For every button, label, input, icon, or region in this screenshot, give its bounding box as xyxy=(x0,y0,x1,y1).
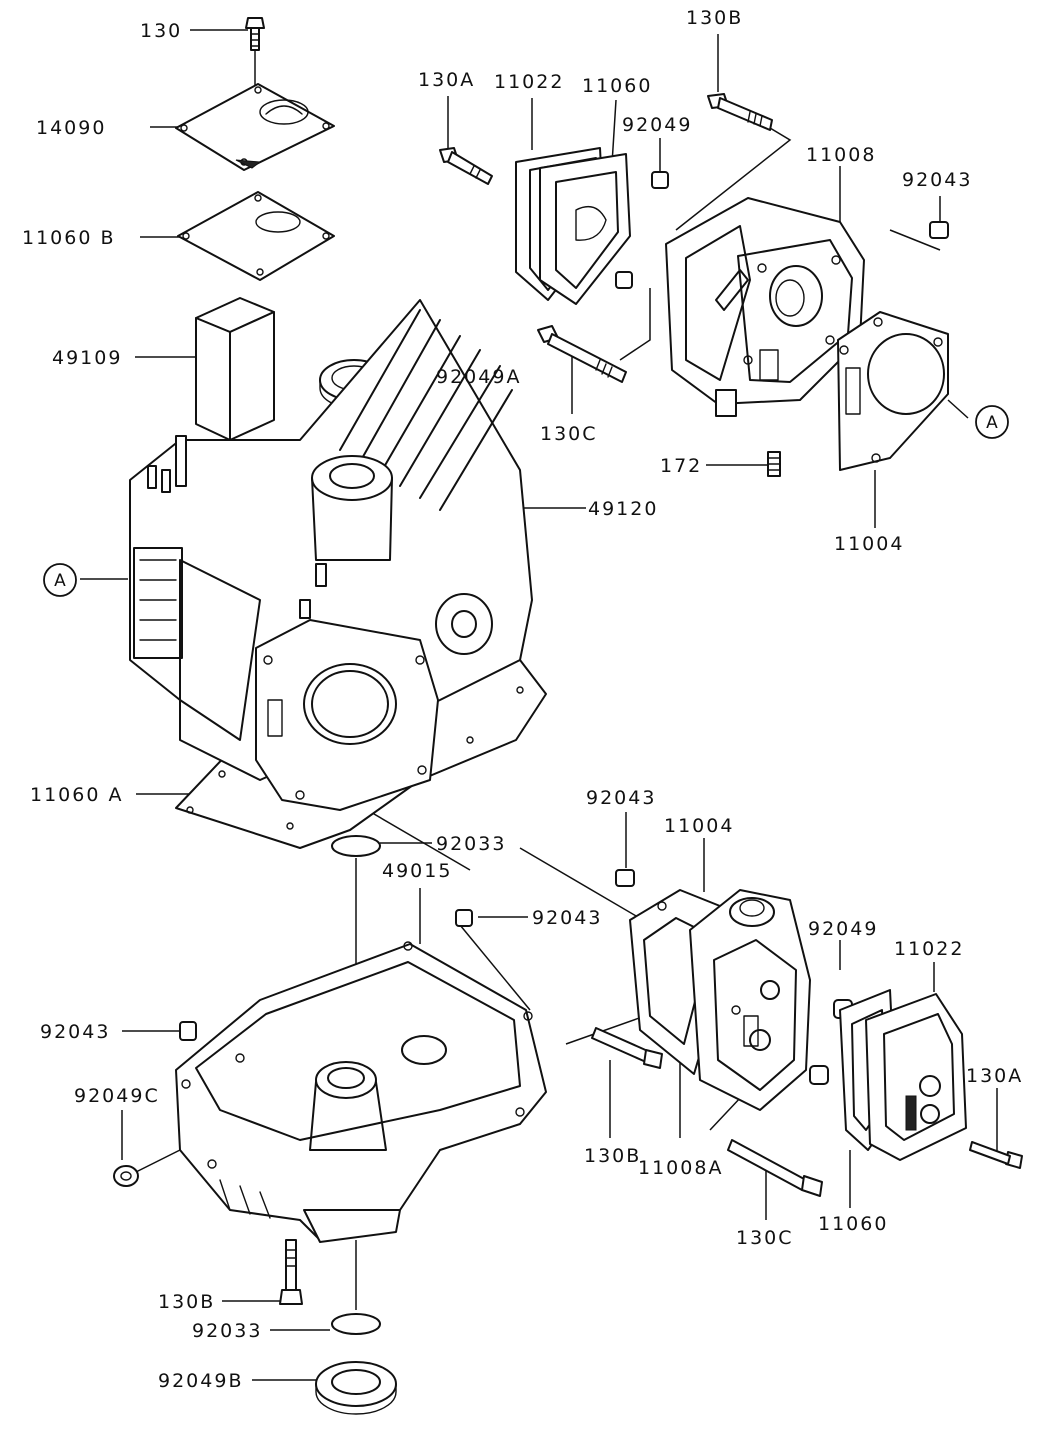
label-172: 172 xyxy=(660,455,702,477)
label-130b-top: 130B xyxy=(686,7,743,29)
bolt-130b-mid xyxy=(591,1027,663,1069)
label-130a-mid: 130A xyxy=(966,1065,1023,1087)
bolt-130a-top xyxy=(439,147,493,185)
ref-marker-a-left: A xyxy=(43,563,77,597)
bolt-130b-bot xyxy=(279,1239,303,1305)
label-11060b: 11060 B xyxy=(22,227,116,249)
seal-92049c xyxy=(113,1165,139,1187)
label-92049c: 92049C xyxy=(74,1085,160,1107)
label-49120: 49120 xyxy=(588,498,658,520)
label-11004-mid: 11004 xyxy=(664,815,734,837)
bolt-130c-top xyxy=(537,325,627,383)
label-92049b: 92049B xyxy=(158,1370,243,1392)
label-92043-mid: 92043 xyxy=(586,787,656,809)
label-130a-top: 130A xyxy=(418,69,475,91)
label-11060a: 11060 A xyxy=(30,784,123,806)
label-130c-top: 130C xyxy=(540,423,598,445)
label-11060-top: 11060 xyxy=(582,75,652,97)
oring-92033-top xyxy=(331,835,381,857)
label-130c-mid: 130C xyxy=(736,1227,794,1249)
bolt-130b-top xyxy=(707,93,773,131)
oil-pan-49015 xyxy=(175,941,547,1243)
head-gasket-11004-top xyxy=(837,311,949,471)
label-92033-bot: 92033 xyxy=(192,1320,262,1342)
ref-a-left-text: A xyxy=(54,571,66,591)
stud-172 xyxy=(767,451,781,477)
pin-92043-top xyxy=(929,221,949,239)
ref-a-right-text: A xyxy=(986,413,998,433)
foam-block-49109 xyxy=(195,297,275,441)
head-11008 xyxy=(665,197,865,417)
label-92043-pan: 92043 xyxy=(532,907,602,929)
valve-cover-11022-mid xyxy=(865,993,967,1161)
pin-92043-left xyxy=(179,1021,197,1041)
label-92049-top: 92049 xyxy=(622,114,692,136)
label-92049a: 92049A xyxy=(436,366,521,388)
pin-92043-mid xyxy=(615,869,635,887)
oring-92033-bot xyxy=(331,1313,381,1335)
label-11022-top: 11022 xyxy=(494,71,564,93)
label-130b-bot: 130B xyxy=(158,1291,215,1313)
label-130b-mid: 130B xyxy=(584,1145,641,1167)
label-14090: 14090 xyxy=(36,117,106,139)
gasket-11060-top xyxy=(539,153,631,305)
bolt-130-top xyxy=(245,17,265,51)
part-labels: 130 14090 11060 B 49109 92049A 49120 110… xyxy=(22,7,1023,1392)
label-11008a: 11008A xyxy=(638,1157,723,1179)
seal-92049-top xyxy=(615,171,669,289)
bolt-130c-mid xyxy=(727,1139,823,1197)
label-49109: 49109 xyxy=(52,347,122,369)
label-92033-top: 92033 xyxy=(436,833,506,855)
seal-92049b xyxy=(315,1361,397,1415)
gasket-11060b xyxy=(177,191,335,281)
crankcase-49120 xyxy=(129,299,547,849)
head-11008a xyxy=(689,889,811,1111)
bolt-130a-mid xyxy=(969,1141,1023,1169)
label-11008: 11008 xyxy=(806,144,876,166)
label-49015: 49015 xyxy=(382,860,452,882)
pin-92043-pan xyxy=(455,909,473,927)
label-92049-mid: 92049 xyxy=(808,918,878,940)
label-92043-left: 92043 xyxy=(40,1021,110,1043)
label-11022-mid: 11022 xyxy=(894,938,964,960)
cover-plate-14090 xyxy=(175,83,335,171)
ref-marker-a-right: A xyxy=(975,405,1009,439)
label-11060-mid: 11060 xyxy=(818,1213,888,1235)
label-130-top: 130 xyxy=(140,20,182,42)
label-11004-top: 11004 xyxy=(834,533,904,555)
label-92043-top: 92043 xyxy=(902,169,972,191)
